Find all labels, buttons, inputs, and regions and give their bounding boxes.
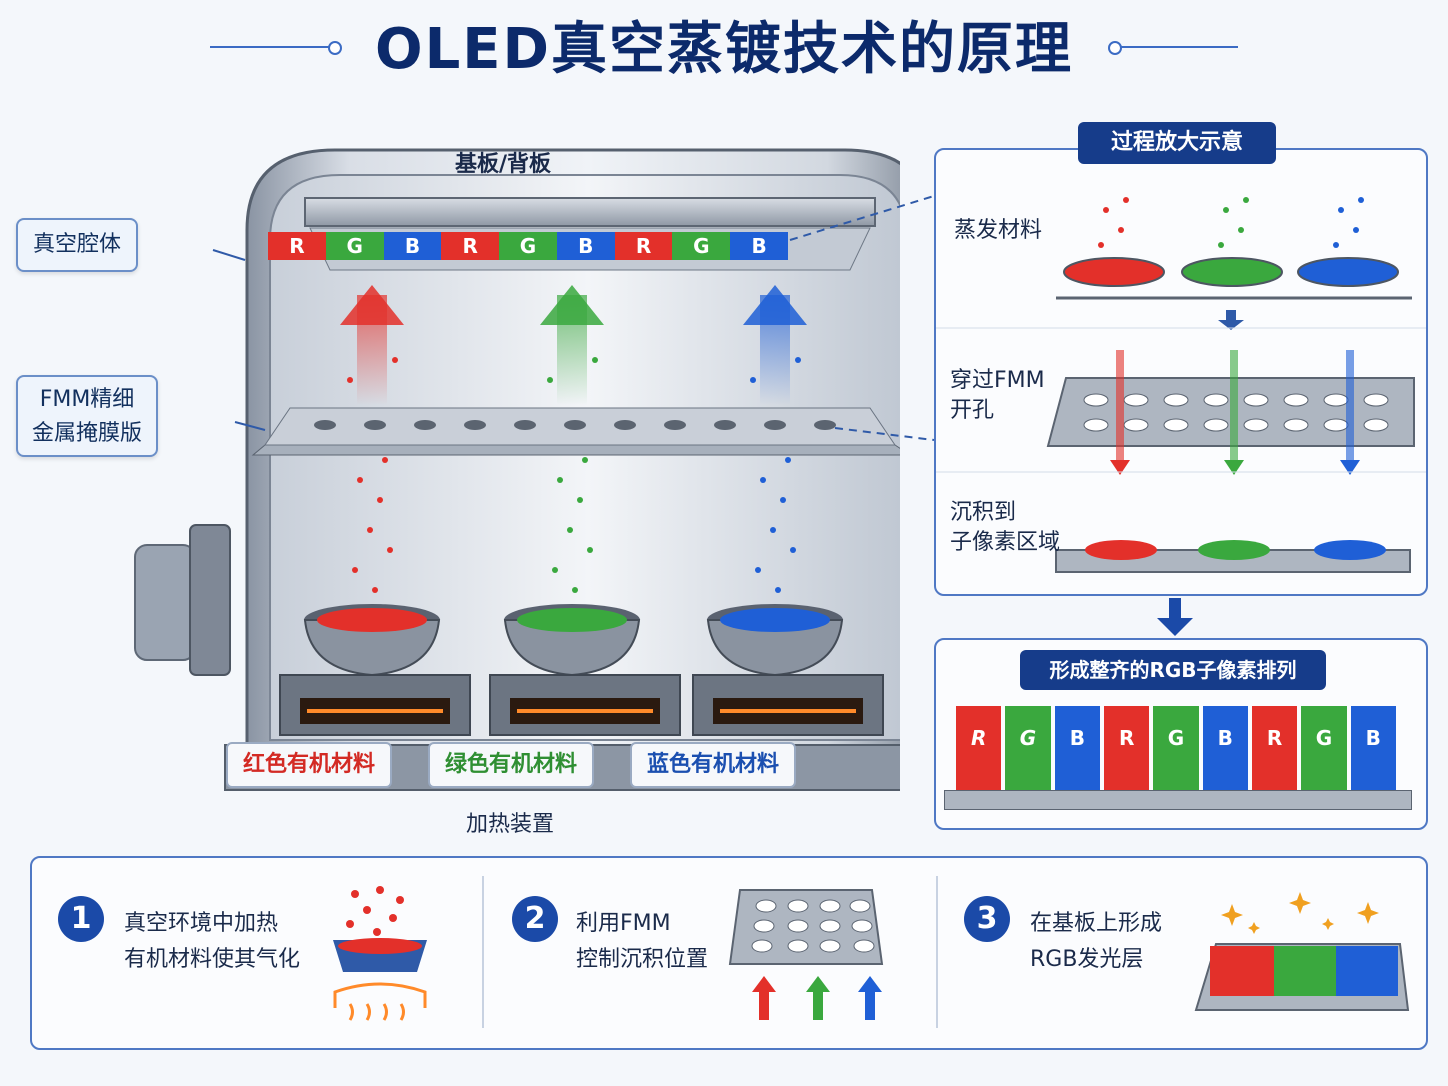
fmm-mask-icon — [728, 889, 884, 1020]
heater-label: 加热装置 — [466, 812, 555, 837]
green-material-label: 绿色有机材料 — [428, 742, 594, 788]
step-3-text: 在基板上形成 RGB发光层 — [1030, 906, 1162, 978]
process-row2-label: 穿过FMM 开孔 — [950, 366, 1045, 426]
substrate-label: 基板/背板 — [455, 152, 552, 177]
fmm-label-line2: 金属掩膜版 — [31, 421, 142, 446]
steps-panel — [30, 856, 1428, 1050]
pixel-g: G — [672, 232, 731, 260]
process-row2-line2: 开孔 — [950, 398, 995, 423]
crucible-red — [303, 604, 441, 677]
pixel-r: R — [441, 232, 500, 260]
step-2-line1: 利用FMM — [576, 911, 671, 936]
fmm-label: FMM精细 金属掩膜版 — [16, 375, 158, 457]
process-panel-title: 过程放大示意 — [1078, 122, 1276, 164]
process-row3-line1: 沉积到 — [950, 500, 1017, 525]
result-pixel-b: B — [1054, 706, 1100, 790]
step-3-line2: RGB发光层 — [1030, 947, 1144, 972]
step-3-number: 3 — [964, 896, 1010, 942]
step-3-line1: 在基板上形成 — [1030, 911, 1163, 936]
vacuum-chamber-text: 真空腔体 — [32, 232, 121, 257]
blue-material-label: 蓝色有机材料 — [630, 742, 796, 788]
crucible-green — [503, 604, 641, 677]
pixel-r: R — [268, 232, 326, 260]
step-2-number: 2 — [512, 896, 558, 942]
title-area: OLED真空蒸镀技术的原理 — [0, 10, 1448, 90]
result-pixel-row: R G B R G B R G B — [956, 706, 1396, 790]
result-pixel-r: R — [1251, 706, 1298, 790]
pixel-b: B — [383, 232, 442, 260]
vacuum-chamber-illustration — [134, 148, 900, 791]
result-pixel-g: G — [1153, 706, 1199, 790]
title-deco-left — [210, 46, 330, 48]
result-pixel-r: R — [1103, 706, 1150, 790]
title-deco-dot-left — [328, 41, 342, 55]
process-panel — [934, 148, 1428, 596]
result-pixel-base — [944, 790, 1412, 810]
step-divider-1 — [482, 876, 484, 1028]
step-2-line2: 控制沉积位置 — [576, 947, 709, 972]
pixel-g: G — [499, 232, 557, 260]
process-row3-line2: 子像素区域 — [950, 530, 1061, 555]
crucible-blue — [706, 604, 844, 677]
fmm-label-line1: FMM精细 — [39, 387, 135, 412]
title-deco-right — [1118, 46, 1238, 48]
rgb-layer-icon — [1194, 892, 1410, 1011]
pixel-r: R — [614, 232, 673, 260]
result-pixel-g: G — [1301, 706, 1347, 790]
step-1-line1: 真空环境中加热 — [124, 911, 279, 936]
step-1-number: 1 — [58, 896, 104, 942]
result-panel-title: 形成整齐的RGB子像素排列 — [1020, 650, 1326, 690]
red-material-label: 红色有机材料 — [226, 742, 392, 788]
step-1-line2: 有机材料使其气化 — [124, 947, 301, 972]
title-deco-dot-right — [1108, 41, 1122, 55]
result-pixel-g: G — [1005, 706, 1051, 790]
vacuum-chamber-label: 真空腔体 — [16, 218, 138, 272]
pixel-b: B — [730, 232, 789, 260]
result-pixel-b: B — [1350, 706, 1396, 790]
result-pixel-b: B — [1202, 706, 1248, 790]
substrate-pixel-strip: R G B R G B R G B — [268, 232, 789, 260]
pixel-g: G — [325, 232, 384, 260]
evaporation-icon — [333, 886, 427, 1021]
step-2-text: 利用FMM 控制沉积位置 — [576, 906, 708, 978]
down-arrow-icon — [1157, 598, 1193, 636]
process-row3-label: 沉积到 子像素区域 — [950, 498, 1060, 558]
step-1-text: 真空环境中加热 有机材料使其气化 — [124, 906, 300, 978]
step-divider-2 — [936, 876, 938, 1028]
page-title: OLED真空蒸镀技术的原理 — [374, 17, 1074, 82]
process-row2-line1: 穿过FMM — [950, 368, 1045, 393]
result-pixel-r: R — [956, 706, 1002, 790]
pixel-b: B — [556, 232, 615, 260]
process-row1-label: 蒸发材料 — [954, 218, 1043, 243]
process-illustration — [936, 197, 1426, 573]
